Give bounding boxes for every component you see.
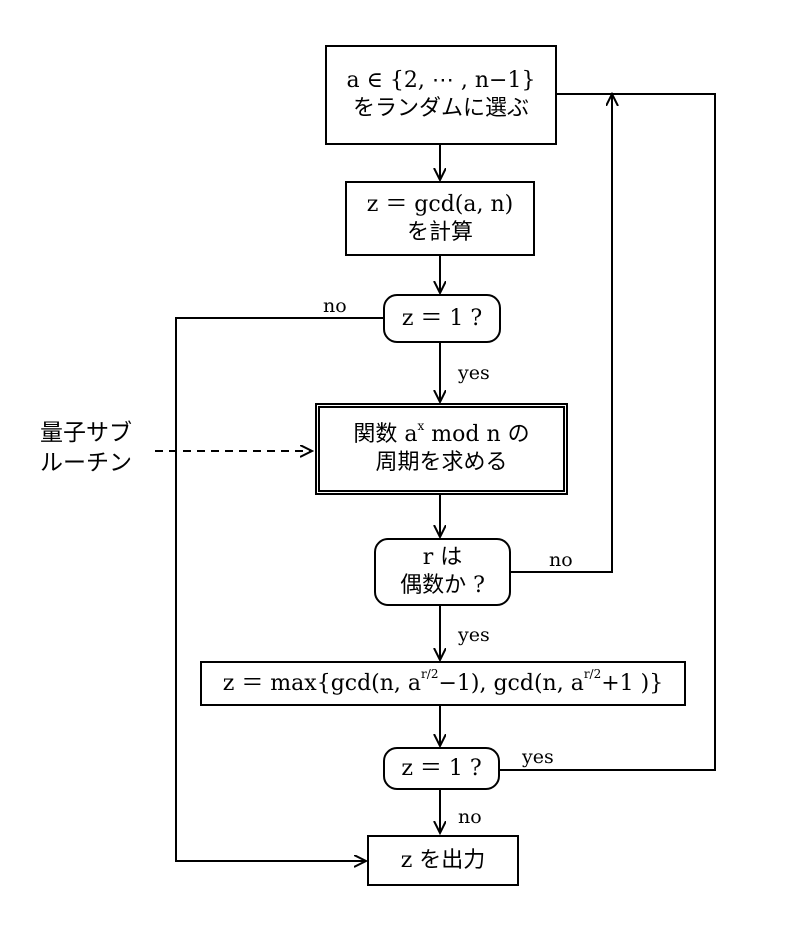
select-random-a-line2: をランダムに選ぶ (352, 96, 529, 121)
decision-z-equals-1-first-text: z ＝ 1 ? (401, 305, 483, 331)
compute-max-gcd-box: z ＝ max{gcd(n, ar/2−1), gcd(n, ar/2+1 )} (200, 661, 686, 706)
decision-r-even-line2: 偶数か ? (400, 573, 485, 598)
find-period-box: 関数 ax mod n の 周期を求める (315, 403, 568, 495)
decision-r-even-line1: r は (422, 545, 463, 570)
compute-gcd-box: z ＝ gcd(a, n) を計算 (345, 181, 535, 256)
compute-gcd-line1: z ＝ gcd(a, n) (366, 191, 514, 217)
max-gcd-part2: −1), gcd(n, a (438, 670, 584, 696)
edge-label-check1-yes: yes (458, 362, 490, 384)
arrow-check2-yes-loop (500, 94, 716, 771)
quantum-subroutine-label: 量子サブ ルーチン (40, 418, 132, 478)
decision-z-equals-1-second-text: z ＝ 1 ? (401, 755, 482, 781)
max-gcd-exponent2: r/2 (583, 667, 602, 682)
arrow-even-no-loop (511, 94, 612, 573)
quantum-subroutine-line2: ルーチン (40, 450, 132, 476)
select-random-a-box: a ∈ {2, ⋯ , n−1} をランダムに選ぶ (325, 45, 557, 145)
edge-label-check2-yes: yes (522, 746, 554, 768)
output-z-box: z を出力 (367, 835, 519, 886)
decision-r-even: r は 偶数か ? (374, 538, 511, 606)
edge-label-even-yes: yes (458, 624, 490, 646)
find-period-exponent: x (417, 418, 425, 433)
quantum-subroutine-line1: 量子サブ (40, 420, 132, 446)
find-period-line1-post: mod n の (424, 422, 530, 447)
edge-label-even-no: no (549, 549, 573, 571)
find-period-line1-pre: 関数 a (353, 422, 418, 447)
find-period-line1: 関数 ax mod n の (353, 418, 530, 449)
max-gcd-part3: +1 )} (601, 670, 664, 696)
compute-gcd-line2: を計算 (406, 219, 473, 245)
decision-z-equals-1-first: z ＝ 1 ? (383, 294, 501, 343)
edge-label-check1-no: no (323, 295, 347, 317)
select-random-a-line1: a ∈ {2, ⋯ , n−1} (346, 68, 536, 93)
edge-label-check2-no: no (458, 806, 482, 828)
arrow-check1-no-to-output (175, 317, 383, 861)
output-z-text: z を出力 (400, 847, 486, 873)
max-gcd-exponent1: r/2 (421, 667, 439, 682)
find-period-line2: 周期を求める (375, 450, 508, 475)
max-gcd-part1: z ＝ max{gcd(n, a (222, 670, 422, 696)
compute-max-gcd-text: z ＝ max{gcd(n, ar/2−1), gcd(n, ar/2+1 )} (222, 667, 664, 698)
decision-z-equals-1-second: z ＝ 1 ? (383, 747, 500, 790)
